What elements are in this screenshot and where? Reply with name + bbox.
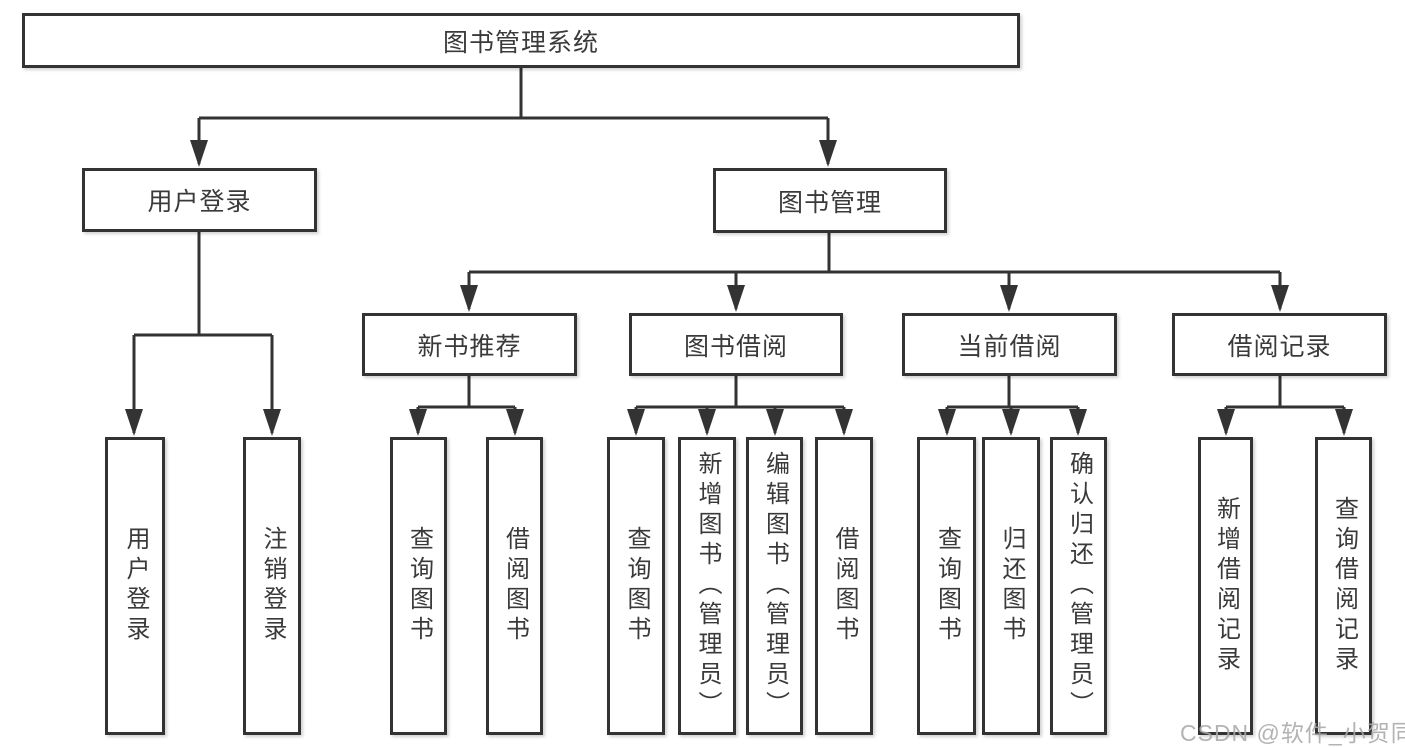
node-add-borrow-record: 新增借阅记录 xyxy=(1198,437,1253,735)
node-query-books-2: 查询图书 xyxy=(607,437,665,735)
arrowheads xyxy=(125,140,1353,436)
arrowhead xyxy=(506,409,524,436)
tree-edges xyxy=(132,68,1346,433)
node-query-books-3: 查询图书 xyxy=(917,437,976,735)
node-edit-books: 编辑图书（管理员） xyxy=(746,437,803,735)
node-borrow-books-2: 借阅图书 xyxy=(815,437,873,735)
arrowhead xyxy=(1002,409,1020,436)
arrowhead xyxy=(1217,409,1235,436)
node-root: 图书管理系统 xyxy=(22,13,1020,68)
node-confirm-return: 确认归还（管理员） xyxy=(1050,437,1107,735)
node-user-login: 用户登录 xyxy=(82,168,317,232)
arrowhead xyxy=(125,409,143,436)
node-query-books-1: 查询图书 xyxy=(390,437,447,735)
node-new-book-recommend: 新书推荐 xyxy=(362,313,577,376)
node-logout: 注销登录 xyxy=(243,437,301,735)
arrowhead xyxy=(627,409,645,436)
node-book-management: 图书管理 xyxy=(713,168,947,233)
arrowhead xyxy=(263,409,281,436)
node-return-books: 归还图书 xyxy=(982,437,1040,735)
arrowhead xyxy=(698,409,716,436)
node-borrow-records: 借阅记录 xyxy=(1172,313,1387,376)
arrowhead xyxy=(190,140,208,167)
node-book-borrow: 图书借阅 xyxy=(629,313,843,376)
node-borrow-books-1: 借阅图书 xyxy=(486,437,543,735)
arrowhead xyxy=(460,285,478,312)
node-add-books: 新增图书（管理员） xyxy=(678,437,736,735)
arrowhead xyxy=(409,409,427,436)
arrowhead xyxy=(1069,409,1087,436)
arrowhead xyxy=(835,409,853,436)
arrowhead xyxy=(819,140,837,167)
arrowhead xyxy=(1000,285,1018,312)
arrowhead xyxy=(727,285,745,312)
csdn-watermark: CSDN @软件_小贺同学 xyxy=(1180,720,1405,746)
node-current-borrow: 当前借阅 xyxy=(902,313,1117,376)
node-query-borrow-record: 查询借阅记录 xyxy=(1315,437,1372,735)
arrowhead xyxy=(766,409,784,436)
node-login: 用户登录 xyxy=(105,437,165,735)
arrowhead xyxy=(1271,285,1289,312)
arrowhead xyxy=(1335,409,1353,436)
arrowhead xyxy=(938,409,956,436)
